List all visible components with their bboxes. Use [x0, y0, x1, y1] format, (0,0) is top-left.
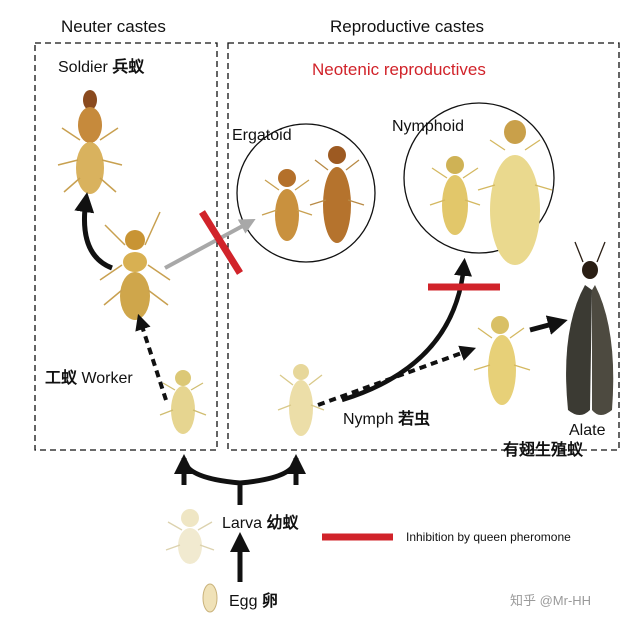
soldier-label-cn: 兵蚁 — [112, 57, 145, 76]
worker-label-en: Worker — [81, 370, 133, 387]
egg — [202, 583, 218, 613]
larva-label-en: Larva — [222, 515, 263, 532]
nymphoid-circle — [403, 102, 555, 254]
ergatoid-termite-1 — [261, 169, 313, 241]
nymphoid-termite-2 — [477, 120, 553, 265]
neotenic-reproductives-title: Neotenic reproductives — [312, 60, 486, 79]
soldier-termite — [57, 90, 123, 194]
soldier-label: Soldier 兵蚁 — [58, 59, 144, 76]
egg-label-en: Egg — [229, 593, 258, 610]
larva-label: Larva 幼蚁 — [222, 515, 299, 532]
nymph-label-cn: 若虫 — [398, 409, 431, 428]
larva-label-cn: 幼蚁 — [266, 513, 299, 532]
ergatoid-label: Ergatoid — [232, 127, 292, 144]
alate-termite — [566, 241, 614, 415]
ergatoid-termite-2 — [309, 146, 365, 243]
nymph-label: Nymph 若虫 — [343, 411, 430, 428]
larva-termite — [165, 509, 215, 564]
watermark: 知乎 @Mr-HH — [510, 593, 592, 608]
older-nymph — [473, 316, 531, 405]
neuter-castes-title: Neuter castes — [61, 17, 166, 36]
neuter-castes-box — [34, 42, 218, 451]
early-nymph — [277, 364, 325, 436]
arrow-worker-to-ergatoid — [164, 218, 256, 270]
soldier-label-en: Soldier — [58, 59, 108, 76]
nymphoid-termite-1 — [429, 156, 481, 235]
worker-termite-small — [159, 370, 207, 434]
legend-text: Inhibition by queen pheromone — [406, 530, 571, 544]
nymph-label-en: Nymph — [343, 411, 394, 428]
reproductive-castes-box — [227, 42, 620, 451]
egg-label-cn: 卵 — [261, 591, 278, 610]
arrow-nymph-to-older-nymph — [317, 345, 477, 407]
worker-label: 工蚁 Worker — [45, 370, 133, 387]
arrow-worker-to-soldier — [74, 192, 114, 271]
ergatoid-circle — [236, 123, 376, 263]
arrow-older-nymph-to-alate — [529, 315, 568, 335]
egg-label: Egg 卵 — [229, 593, 278, 610]
reproductive-castes-title: Reproductive castes — [330, 17, 485, 36]
alate-label-cn: 有翅生殖蚁 — [503, 440, 584, 459]
inhibition-bar-ergatoid — [199, 210, 243, 275]
alate-label-en: Alate — [569, 422, 606, 439]
worker-termite-large — [99, 211, 171, 320]
brace-larva-branches — [181, 457, 299, 505]
worker-label-cn: 工蚁 — [45, 368, 78, 387]
nymphoid-label: Nymphoid — [392, 118, 465, 135]
arrow-small-worker-to-worker — [135, 313, 168, 401]
